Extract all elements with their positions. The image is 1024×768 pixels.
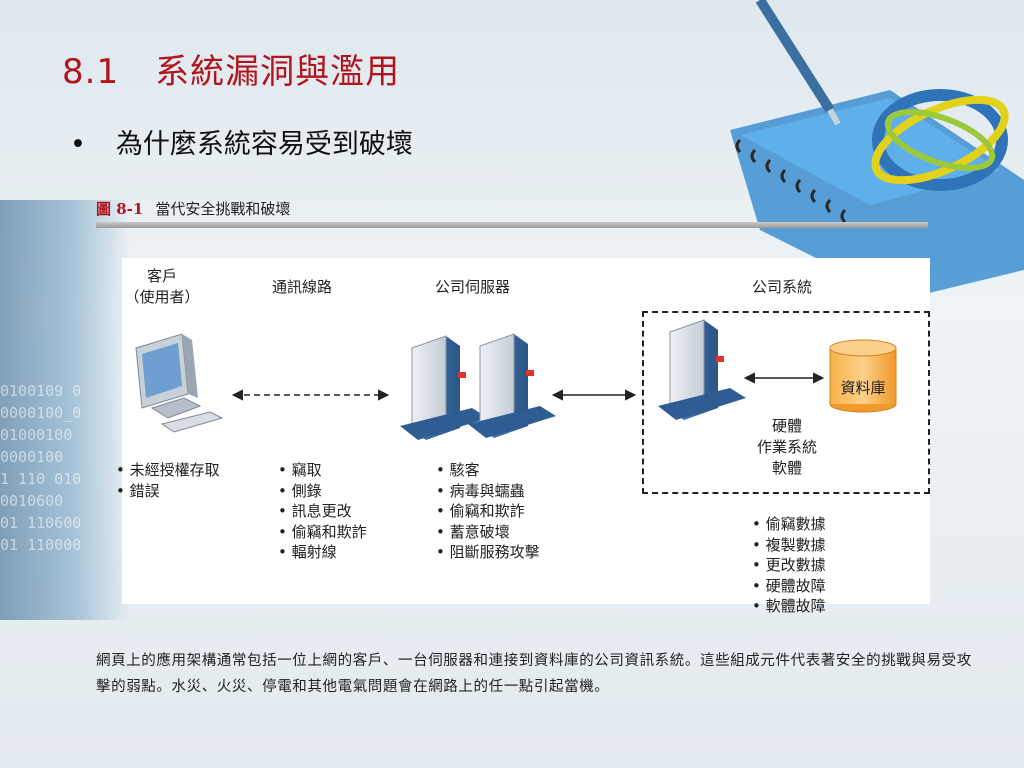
list-item: 更改數據: [752, 555, 826, 576]
list-item: 偷竊數據: [752, 514, 826, 535]
list-item: 訊息更改: [278, 501, 367, 522]
list-item: 側錄: [278, 481, 367, 502]
list-item: 輻射線: [278, 542, 367, 563]
system-components: 硬體 作業系統 軟體: [732, 416, 842, 479]
list-item: 阻斷服務攻擊: [436, 542, 540, 563]
system-column-title: 公司系統: [752, 278, 813, 296]
list-item: 偷竊和欺詐: [436, 501, 540, 522]
database-label: 資料庫: [840, 379, 886, 397]
figure-divider: [96, 222, 928, 228]
notebook-globe-decoration: [730, 0, 1024, 300]
list-item: 病毒與蠕蟲: [436, 481, 540, 502]
background-left-panel: [0, 200, 130, 620]
client-title-line2: （使用者）: [124, 288, 200, 306]
list-item: 未經授權存取: [116, 460, 220, 481]
comm-threat-list: 竊取 側錄 訊息更改 偷竊和欺詐 輻射線: [278, 460, 367, 563]
security-diagram: 客戶 （使用者） 通訊線路 公司伺服器 公司系統: [122, 258, 930, 615]
list-item: 硬體故障: [752, 576, 826, 597]
client-column-title: 客戶 （使用者）: [122, 266, 202, 308]
globe-icon: [871, 89, 1009, 191]
list-item: 複製數據: [752, 535, 826, 556]
bullet-text: 為什麼系統容易受到破壞: [115, 129, 413, 160]
server-column-title: 公司伺服器: [435, 278, 511, 296]
title-number: 8.1: [62, 52, 120, 92]
component-hardware: 硬體: [771, 417, 802, 435]
component-os: 作業系統: [756, 438, 817, 456]
system-threat-list: 偷竊數據 複製數據 更改數據 硬體故障 軟體故障: [752, 514, 826, 617]
slide-bullet: • 為什麼系統容易受到破壞: [70, 122, 413, 161]
client-threat-list: 未經授權存取 錯誤: [116, 460, 220, 501]
server-icon-3: [658, 319, 746, 420]
slide-title: 8.1 系統漏洞與濫用: [62, 44, 400, 93]
server-icon-2: [468, 333, 556, 438]
figure-description: 網頁上的應用架構通常包括一位上網的客戶、一台伺服器和連接到資料庫的公司資訊系統。…: [96, 653, 972, 695]
server-icon-1: [400, 335, 488, 440]
figure-title: 當代安全挑戰和破壞: [155, 200, 291, 218]
database-cylinder-icon: [829, 339, 897, 413]
list-item: 駭客: [436, 460, 540, 481]
component-software: 軟體: [771, 459, 802, 477]
client-title-line1: 客戶: [146, 267, 177, 285]
comm-column-title: 通訊線路: [272, 278, 333, 296]
list-item: 錯誤: [116, 481, 220, 502]
title-text: 系統漏洞與濫用: [155, 52, 401, 92]
list-item: 蓄意破壞: [436, 522, 540, 543]
desktop-computer-icon: [135, 333, 224, 433]
figure-caption-title: 圖 8-1 當代安全挑戰和破壞: [96, 198, 290, 219]
server-threat-list: 駭客 病毒與蠕蟲 偷竊和欺詐 蓄意破壞 阻斷服務攻擊: [436, 460, 540, 563]
list-item: 偷竊和欺詐: [278, 522, 367, 543]
figure-label: 圖 8-1: [96, 200, 144, 218]
bullet-dot: •: [70, 129, 86, 160]
pen-icon: [755, 0, 841, 126]
background-binary-text: 0100109 0 0000100_0 01000100 0000100 1 1…: [0, 382, 82, 554]
list-item: 竊取: [278, 460, 367, 481]
list-item: 軟體故障: [752, 596, 826, 617]
company-system-box: [642, 311, 930, 494]
diagram-graphics: [135, 319, 897, 440]
